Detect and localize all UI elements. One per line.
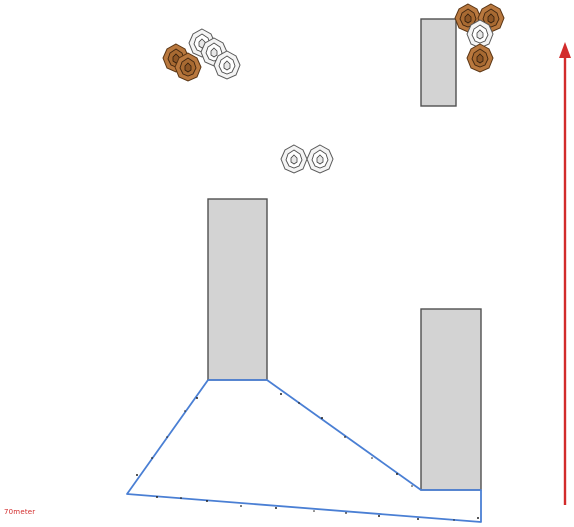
scan-points bbox=[136, 393, 479, 521]
wall-bottom-right bbox=[420, 308, 482, 491]
scale-arrow bbox=[559, 42, 571, 505]
tree-cluster-center bbox=[280, 144, 334, 174]
tree-cluster-top-right bbox=[454, 3, 505, 73]
wall-top-right bbox=[420, 18, 457, 107]
brown-tree-icon bbox=[466, 43, 494, 73]
white-tree-icon bbox=[280, 144, 308, 174]
route-line bbox=[126, 379, 482, 523]
wall-center-left bbox=[207, 198, 268, 381]
white-tree-icon bbox=[306, 144, 334, 174]
tree-cluster-top-left bbox=[162, 28, 241, 82]
scale-label: 70meter bbox=[4, 508, 36, 516]
